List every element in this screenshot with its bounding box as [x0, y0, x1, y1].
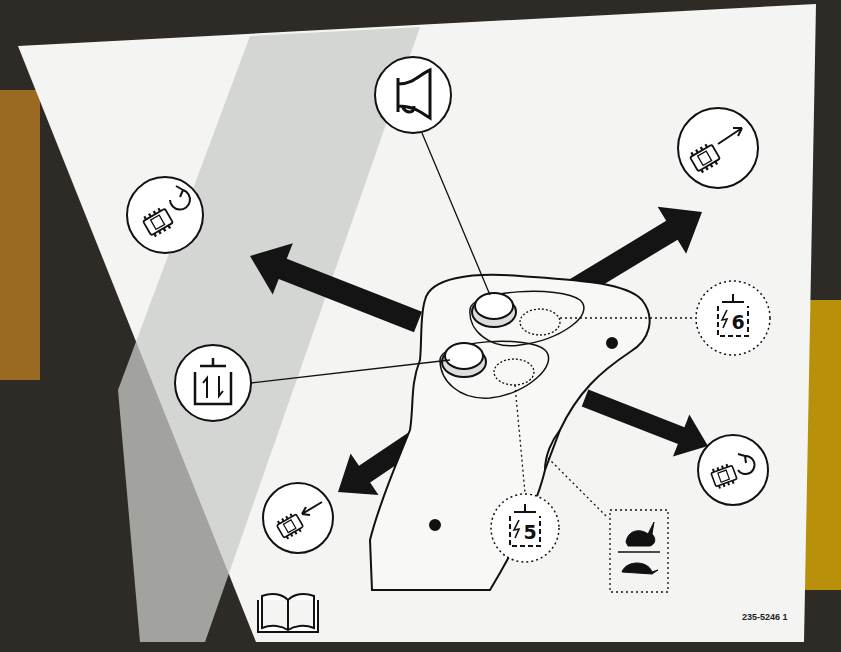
rotate-arrow [738, 454, 754, 474]
rotate-arrow [170, 186, 190, 210]
horn-icon [398, 70, 430, 118]
vehicle-icon [710, 462, 738, 489]
manual-icon [258, 594, 318, 632]
optional-button [520, 309, 560, 335]
speed-switch-box [610, 510, 668, 592]
symbol-circle [263, 483, 333, 553]
optional-button [494, 359, 534, 385]
decal-sheet [18, 4, 816, 642]
joystick-pivot [607, 338, 617, 348]
leader-line [422, 133, 490, 295]
part-number: 235-5246 1 [742, 612, 788, 622]
rabbit-icon [626, 522, 655, 546]
joystick-edge [545, 430, 560, 470]
leader-line [548, 458, 608, 518]
travel-arrow [718, 128, 742, 144]
leader-line [560, 317, 695, 318]
leader-line [515, 385, 525, 493]
machine-panel [0, 90, 40, 380]
circuit-number: 5 [524, 523, 537, 542]
dotted-symbol-circle: 5 [490, 493, 560, 563]
symbol-circle [678, 108, 758, 188]
dotted-symbol-circle: 6 [695, 280, 771, 356]
turtle-icon [622, 563, 658, 574]
vehicle-icon [141, 206, 175, 239]
vehicle-icon [275, 511, 305, 540]
divider [618, 551, 660, 553]
button-panel [440, 341, 549, 398]
symbol-circle [375, 57, 451, 133]
travel-arrow [302, 502, 322, 515]
push-button [475, 293, 513, 319]
lift-arrows [203, 376, 223, 398]
circuit-number: 6 [732, 313, 745, 332]
push-button [445, 343, 483, 369]
direction-arrow [582, 390, 708, 457]
symbol-circle [698, 435, 768, 505]
symbol-circle [175, 345, 251, 421]
leader-line [251, 360, 450, 383]
joystick-pivot [430, 520, 440, 530]
joystick-outline [370, 275, 650, 590]
symbol-circle [127, 177, 203, 253]
vehicle-icon [688, 142, 722, 175]
direction-arrow [250, 243, 422, 332]
lift-icon [195, 358, 231, 404]
